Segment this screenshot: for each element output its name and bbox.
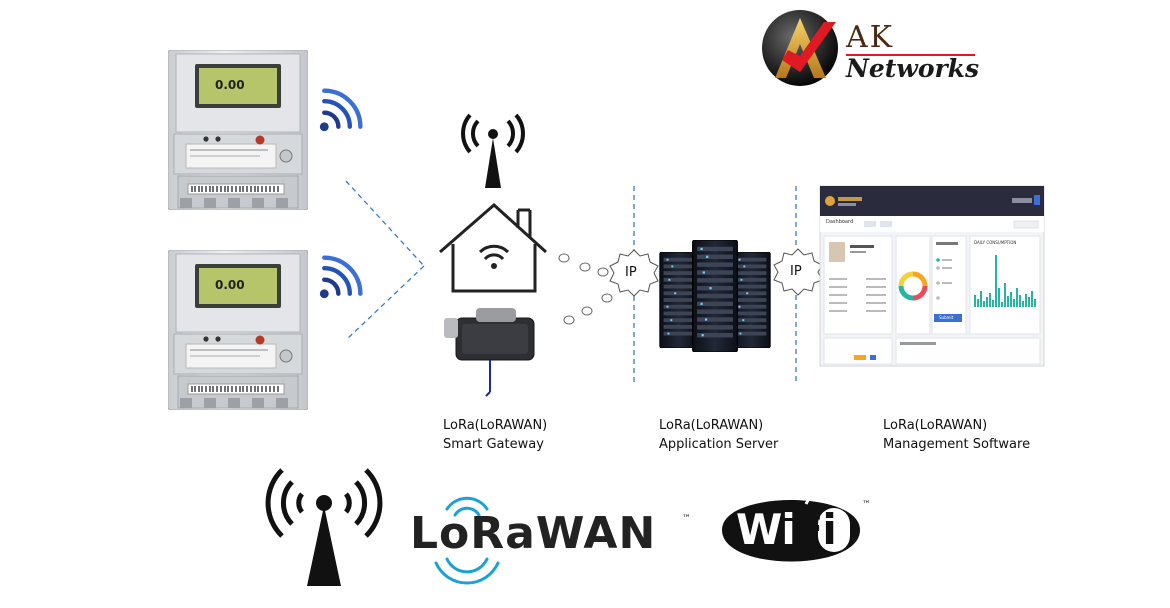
server-caption-line1: LoRa(LoRAWAN)	[659, 418, 764, 433]
software-caption: LoRa(LoRAWAN) Management Software	[883, 416, 1030, 454]
home-wifi-icon	[439, 202, 548, 293]
ip-label-left: IP	[625, 265, 637, 280]
wifi-trademark: ™	[862, 500, 871, 510]
antenna-tower-icon	[461, 113, 525, 188]
ip-link-right	[773, 248, 823, 296]
wifi-logo-text: WiFi	[736, 505, 856, 554]
ip-label-right: IP	[790, 264, 802, 279]
management-dashboard	[819, 185, 1045, 367]
daily-consumption-bars	[974, 255, 1036, 307]
smart-gateway-device	[444, 308, 535, 397]
gateway-caption-line1: LoRa(LoRAWAN)	[443, 418, 548, 433]
data-bubbles	[558, 253, 613, 325]
energy-meter-top	[168, 50, 308, 210]
brand-ak-text: AK	[846, 20, 895, 55]
daily-consumption-title: DAILY CONSUMPTION	[974, 240, 1017, 245]
meter-reading-top: 0.00	[215, 78, 245, 92]
software-caption-line2: Management Software	[883, 437, 1031, 452]
gateway-caption: LoRa(LoRAWAN) Smart Gateway	[443, 416, 547, 454]
network-separators	[633, 186, 797, 384]
wireless-signal-icon-top	[320, 91, 360, 131]
dashboard-submit-button: Submit	[939, 315, 954, 320]
wifi-logo-badge	[722, 489, 860, 562]
energy-meter-bottom	[168, 250, 308, 410]
ak-networks-logo	[762, 10, 975, 86]
meter-to-gateway-links	[345, 180, 425, 341]
radio-tower-logo	[265, 468, 383, 586]
wireless-signal-icon-bottom	[320, 258, 360, 298]
software-caption-line1: LoRa(LoRAWAN)	[883, 418, 988, 433]
meter-reading-bottom: 0.00	[215, 278, 245, 292]
server-caption: LoRa(LoRAWAN) Application Server	[659, 416, 778, 454]
gateway-caption-line2: Smart Gateway	[443, 437, 544, 452]
brand-networks-text: Networks	[846, 54, 980, 83]
wifi-logo-label: WiFi	[736, 505, 837, 554]
lorawan-logo-text: LoRaWAN	[410, 508, 657, 559]
server-caption-line2: Application Server	[659, 437, 779, 452]
dashboard-nav-title: Dashboard	[826, 219, 854, 225]
server-racks	[659, 240, 771, 352]
lorawan-trademark: ™	[682, 514, 691, 524]
lorawan-logo-waves	[434, 496, 500, 585]
